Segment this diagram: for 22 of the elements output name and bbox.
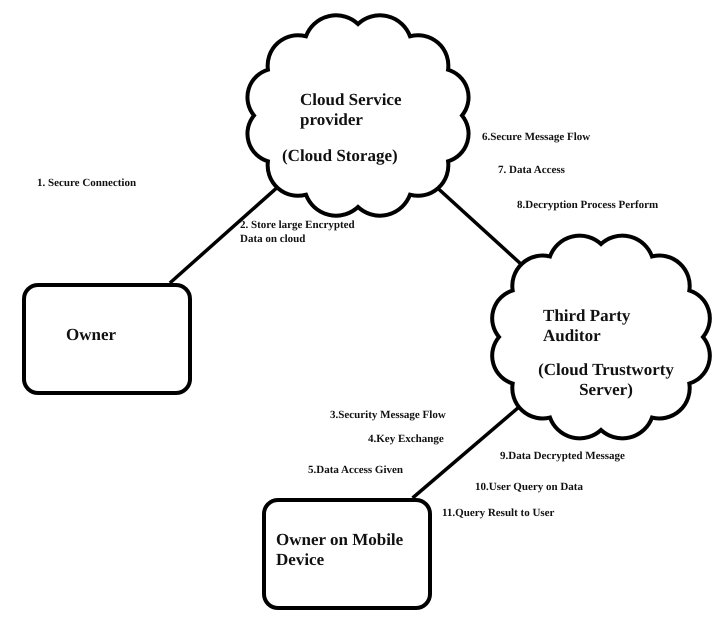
step-label: 6.Secure Message Flow [482,130,592,144]
node-label: (Cloud Storage) [282,146,399,166]
step-label: 9.Data Decrypted Message [500,449,626,464]
rounded-box [262,498,432,610]
step-label: 5.Data Access Given [308,463,404,478]
node-label: Third Party Auditor [543,306,632,347]
node-label: Owner on Mobile Device [276,530,404,571]
connector-line [436,186,523,266]
step-label: 3.Security Message Flow [330,408,447,422]
step-label: 4.Key Exchange [368,432,445,446]
node-label: Cloud Service provider [300,90,403,131]
connector-line [411,406,520,500]
node-label: Owner [66,325,118,346]
step-label: 11.Query Result to User [442,506,556,520]
step-label: 10.User Query on Data [475,480,584,494]
connector-line [168,186,279,284]
step-label: 1. Secure Connection [37,176,138,190]
step-label: 7. Data Access [498,163,566,178]
step-label: 2. Store large Encrypted Data on cloud [240,218,356,247]
rounded-box [22,283,192,395]
step-label: 8.Decryption Process Perform [517,198,660,212]
node-label: (Cloud Trustworty Server) [537,360,675,401]
